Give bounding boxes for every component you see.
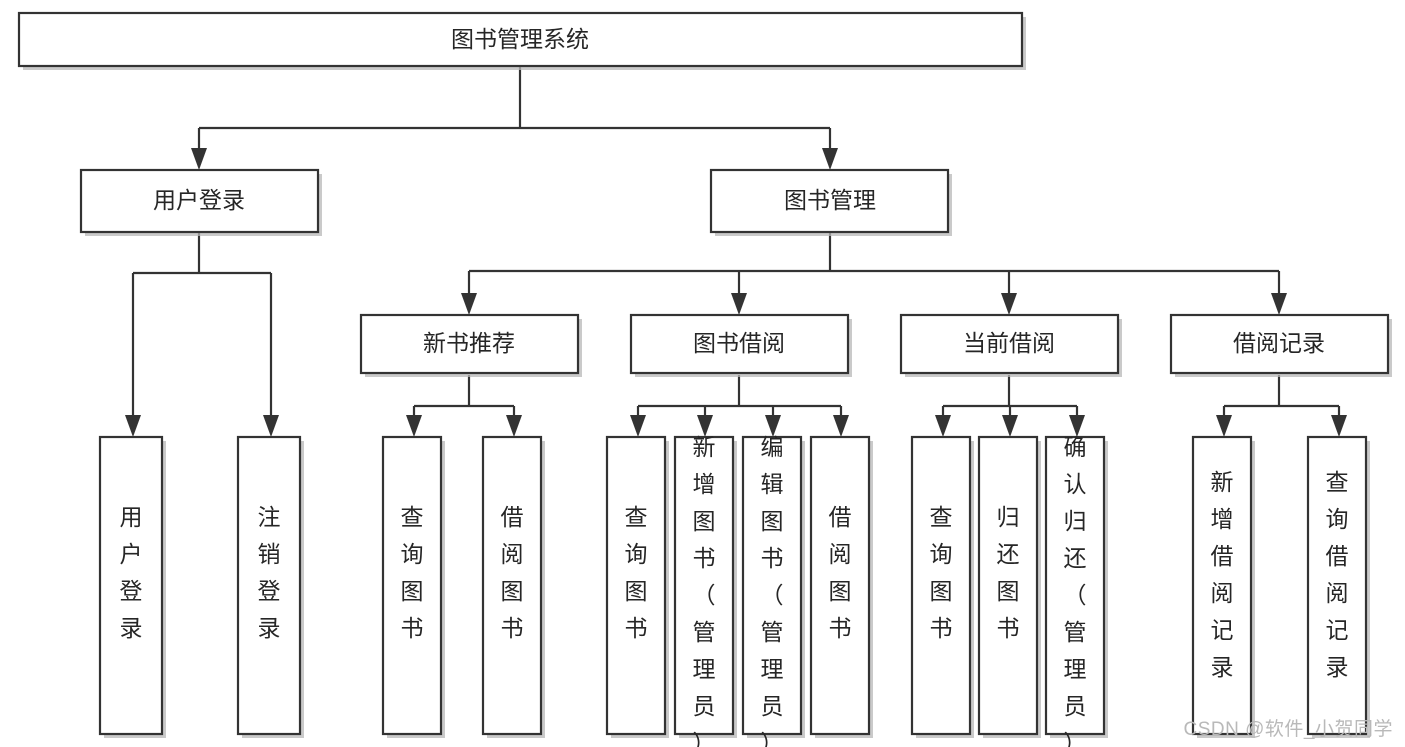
node-user-login[interactable]: 用户登录 <box>79 168 322 236</box>
node-leaf-query-book-2[interactable]: 查询图书 <box>605 435 669 738</box>
leaf-query-book-1-label: 查询图书 <box>401 504 424 641</box>
user-login-label: 用户登录 <box>153 187 245 213</box>
arrowhead-leaf-return-book <box>1002 415 1018 437</box>
book-manage-label: 图书管理 <box>784 187 876 213</box>
arrowhead-leaf-borrow-book-1 <box>506 415 522 437</box>
arrowhead-new-book-recommend <box>461 293 477 315</box>
leaf-query-book-2-box <box>605 435 667 736</box>
leaf-return-book-box <box>977 435 1039 736</box>
current-borrow-box <box>899 313 1120 375</box>
book-borrow-label: 图书借阅 <box>693 330 785 356</box>
node-current-borrow[interactable]: 当前借阅 <box>899 313 1122 377</box>
arrowhead-user-login <box>191 148 207 170</box>
leaf-confirm-return-box <box>1044 435 1106 736</box>
book-borrow-box <box>629 313 850 375</box>
arrowhead-borrow-record <box>1271 293 1287 315</box>
book-manage-box <box>709 168 950 234</box>
leaf-borrow-book-1-box <box>481 435 543 736</box>
arrowhead-leaf-query-book-3 <box>935 415 951 437</box>
node-leaf-query-record[interactable]: 查询借阅记录 <box>1306 435 1370 738</box>
node-leaf-add-record[interactable]: 新增借阅记录 <box>1191 435 1255 738</box>
node-leaf-borrow-book-2[interactable]: 借阅图书 <box>809 435 873 738</box>
leaf-edit-book-label: 编辑图书（管理员） <box>761 434 784 747</box>
leaf-query-book-3-label: 查询图书 <box>930 504 953 641</box>
node-leaf-user-logout[interactable]: 注销登录 <box>236 435 304 738</box>
arrowhead-book-manage <box>822 148 838 170</box>
node-leaf-confirm-return[interactable]: 确认归还（管理员） <box>1044 434 1108 747</box>
leaf-user-logout-label: 注销登录 <box>258 504 281 641</box>
leaf-user-login-box <box>98 435 164 736</box>
node-new-book-recommend[interactable]: 新书推荐 <box>359 313 582 377</box>
node-root[interactable]: 图书管理系统 <box>17 11 1026 70</box>
node-leaf-add-book[interactable]: 新增图书（管理员） <box>673 434 737 747</box>
leaf-add-record-label: 新增借阅记录 <box>1211 469 1234 680</box>
leaf-query-record-label: 查询借阅记录 <box>1326 469 1349 680</box>
arrowhead-leaf-confirm-return <box>1069 415 1085 437</box>
node-book-borrow[interactable]: 图书借阅 <box>629 313 852 377</box>
leaf-query-book-2-label: 查询图书 <box>625 504 648 641</box>
node-leaf-user-login[interactable]: 用户登录 <box>98 435 166 738</box>
leaf-edit-book-box <box>741 435 803 736</box>
leaf-borrow-book-1-label: 借阅图书 <box>501 504 524 641</box>
leaf-confirm-return-label: 确认归还（管理员） <box>1064 434 1087 747</box>
connector-layer <box>125 66 1347 437</box>
arrowhead-leaf-user-login <box>125 415 141 437</box>
leaf-add-book-box <box>673 435 735 736</box>
arrowhead-leaf-add-book <box>697 415 713 437</box>
arrowhead-leaf-query-record <box>1331 415 1347 437</box>
user-login-box <box>79 168 320 234</box>
root-box <box>17 11 1024 68</box>
borrow-record-label: 借阅记录 <box>1233 330 1325 356</box>
current-borrow-label: 当前借阅 <box>963 330 1055 356</box>
leaf-user-login-label: 用户登录 <box>120 504 143 641</box>
node-leaf-edit-book[interactable]: 编辑图书（管理员） <box>741 434 805 747</box>
csdn-watermark: CSDN @软件_小贺同学 <box>1183 719 1393 740</box>
borrow-record-box <box>1169 313 1390 375</box>
leaf-borrow-book-2-box <box>809 435 871 736</box>
new-book-recommend-label: 新书推荐 <box>423 330 515 356</box>
leaf-borrow-book-2-label: 借阅图书 <box>829 504 852 641</box>
leaf-query-book-1-box <box>381 435 443 736</box>
node-leaf-borrow-book-1[interactable]: 借阅图书 <box>481 435 545 738</box>
leaf-query-book-3-box <box>910 435 972 736</box>
leaf-add-record-box <box>1191 435 1253 736</box>
arrowhead-book-borrow <box>731 293 747 315</box>
arrowhead-leaf-query-book-2 <box>630 415 646 437</box>
arrowhead-leaf-add-record <box>1216 415 1232 437</box>
leaf-return-book-label: 归还图书 <box>997 504 1020 641</box>
root-label: 图书管理系统 <box>451 26 589 52</box>
arrowhead-leaf-borrow-book-2 <box>833 415 849 437</box>
new-book-recommend-box <box>359 313 580 375</box>
node-borrow-record[interactable]: 借阅记录 <box>1169 313 1392 377</box>
leaf-user-logout-box <box>236 435 302 736</box>
arrowhead-current-borrow <box>1001 293 1017 315</box>
leaf-query-record-box <box>1306 435 1368 736</box>
node-book-manage[interactable]: 图书管理 <box>709 168 952 236</box>
arrowhead-leaf-user-logout <box>263 415 279 437</box>
node-leaf-query-book-1[interactable]: 查询图书 <box>381 435 445 738</box>
arrowhead-leaf-query-book-1 <box>406 415 422 437</box>
node-leaf-query-book-3[interactable]: 查询图书 <box>910 435 974 738</box>
node-leaf-return-book[interactable]: 归还图书 <box>977 435 1041 738</box>
leaf-add-book-label: 新增图书（管理员） <box>693 434 716 747</box>
arrowhead-leaf-edit-book <box>765 415 781 437</box>
